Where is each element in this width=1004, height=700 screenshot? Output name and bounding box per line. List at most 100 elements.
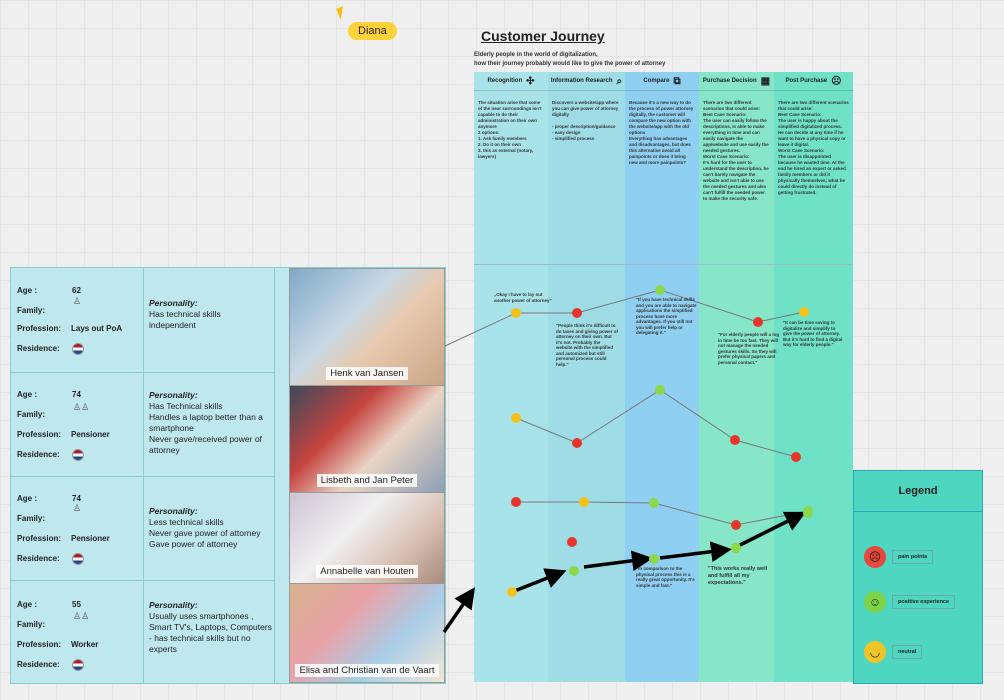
persona-name: Henk van Jansen [290,363,444,381]
positive-dot[interactable] [649,554,659,564]
pain-point-dot[interactable] [753,317,763,327]
persona-name: Elisa and Christian van de Vaart [290,660,444,678]
persona-photo[interactable]: Henk van Jansen [289,268,445,386]
stage-description[interactable]: Because it's a new way to do the process… [629,100,694,165]
age-value: 74 [72,494,81,503]
age-value: 55 [72,600,81,609]
quote-note[interactable]: "People think it's difficult to do taxes… [556,323,619,367]
pain-point-dot[interactable] [572,438,582,448]
stage-header: Purchase Decision▦ [699,72,774,91]
stage-description[interactable]: There are two different scenarios that c… [778,100,849,195]
profession-value: Pensioner [71,430,110,439]
stage-column-purchase-decision[interactable]: Purchase Decision▦ There are two differe… [699,72,774,682]
stage-description[interactable]: The situation arise that some of the nea… [478,100,542,159]
magnifier-icon: ⌕ [616,75,623,87]
residence-label: Residence: [17,450,60,459]
quote-note[interactable]: "It can be time saving to digitalize and… [783,320,843,347]
legend-item-pain-points[interactable]: ☹ pain points [864,546,934,568]
quote-note[interactable]: "For elderly people will a log in time b… [718,332,780,365]
persona-row[interactable]: Age : 74 Family: ♙ Profession: Pensioner… [11,476,275,581]
stage-label: Purchase Decision [702,78,757,84]
personality-label: Personality: [149,298,198,308]
age-label: Age : [17,286,37,295]
neutral-face-icon: ◡ [864,641,886,663]
profession-label: Profession: [17,324,62,333]
personality-label: Personality: [149,506,198,516]
persona-row[interactable]: Age : 62 Family: ♙ Profession: Lays out … [11,268,275,373]
quote-note[interactable]: "If you have technical skills and you ar… [636,297,697,335]
stage-column-post-purchase[interactable]: Post Purchase☹ There are two different s… [774,72,853,682]
stage-description[interactable]: Discovers a website/app where you can gi… [552,100,619,141]
stage-header: Information Research⌕ [548,72,625,91]
profession-label: Profession: [17,640,62,649]
profession-value: Worker [71,640,99,649]
stage-description[interactable]: There are two different scenarios that c… [703,100,769,201]
personality-label: Personality: [149,600,198,610]
persona-photo[interactable]: Annabelle van Houten [289,492,445,584]
quote-note[interactable]: "This works really well and fulfill all … [708,566,768,586]
persona-facts: Age : 74 Family: ♙ Profession: Pensioner… [11,476,144,580]
neutral-dot[interactable] [799,307,809,317]
neutral-dot[interactable] [511,413,521,423]
profession-value: Lays out PoA [71,324,123,333]
positive-dot[interactable] [731,543,741,553]
sad-face-icon: ☹ [831,75,842,87]
couple-icon: ♙♙ [73,611,90,621]
neutral-dot[interactable] [579,497,589,507]
personality: Personality:Has technical skills indepen… [149,298,273,331]
residence-label: Residence: [17,344,60,353]
persona-row[interactable]: Age : 55 Family: ♙♙ Profession: Worker R… [11,580,275,683]
positive-dot[interactable] [569,566,579,576]
positive-dot[interactable] [655,285,665,295]
pain-point-dot[interactable] [567,537,577,547]
stage-header: Compare⧉ [625,72,699,91]
neutral-dot[interactable] [507,587,517,597]
persona-name: Annabelle van Houten [290,561,444,579]
family-label: Family: [17,410,46,419]
pain-point-dot[interactable] [511,497,521,507]
legend-item-neutral[interactable]: ◡ neutral [864,641,923,663]
positive-dot[interactable] [649,498,659,508]
stage-column-recognition[interactable]: Recognition✣ The situation arise that so… [474,72,548,682]
stage-label: Post Purchase [785,78,828,84]
legend-label: positive experience [892,595,956,609]
age-label: Age : [17,600,37,609]
persona-photo[interactable]: Elisa and Christian van de Vaart [289,583,445,683]
angry-face-icon: ☹ [864,546,886,568]
persona-name: Lisbeth and Jan Peter [290,470,444,488]
personality-text: Less technical skills Never gave power o… [149,517,261,549]
personality: Personality:Has Technical skills Handles… [149,390,273,456]
family-label: Family: [17,620,46,629]
neutral-dot[interactable] [511,308,521,318]
netherlands-flag-icon [72,553,84,565]
netherlands-flag-icon [72,449,84,461]
personality: Personality:Less technical skills Never … [149,506,273,550]
legend-item-positive-experience[interactable]: ☺ positive experience [864,591,956,613]
person-icon: ♙ [73,503,82,513]
personality-text: Usually uses smartphones , Smart TV's, L… [149,611,272,654]
board-title[interactable]: Customer Journey [481,28,605,44]
age-label: Age : [17,390,37,399]
netherlands-flag-icon [72,659,84,671]
quote-note[interactable]: "In comparison to the physical process t… [636,566,695,588]
stage-label: Recognition [487,78,523,84]
profession-value: Pensioner [71,534,110,543]
legend-panel: Legend ☹ pain points ☺ positive experien… [853,470,983,684]
persona-photo[interactable]: Lisbeth and Jan Peter [289,385,445,493]
pain-point-dot[interactable] [730,435,740,445]
person-icon: ♙ [73,296,82,306]
positive-dot[interactable] [803,508,813,518]
board-subtitle[interactable]: Elderly people in the world of digitaliz… [474,52,666,67]
age-label: Age : [17,494,37,503]
stage-column-compare[interactable]: Compare⧉ Because it's a new way to do th… [625,72,699,682]
pain-point-dot[interactable] [572,308,582,318]
pain-point-dot[interactable] [731,520,741,530]
persona-facts: Age : 55 Family: ♙♙ Profession: Worker R… [11,580,144,683]
quote-note[interactable]: „Okay I have to lay out another power of… [494,292,552,303]
age-value: 62 [72,286,81,295]
family-label: Family: [17,514,46,523]
persona-row[interactable]: Age : 74 Family: ♙♙ Profession: Pensione… [11,372,275,477]
pain-point-dot[interactable] [791,452,801,462]
residence-label: Residence: [17,660,60,669]
positive-dot[interactable] [655,385,665,395]
